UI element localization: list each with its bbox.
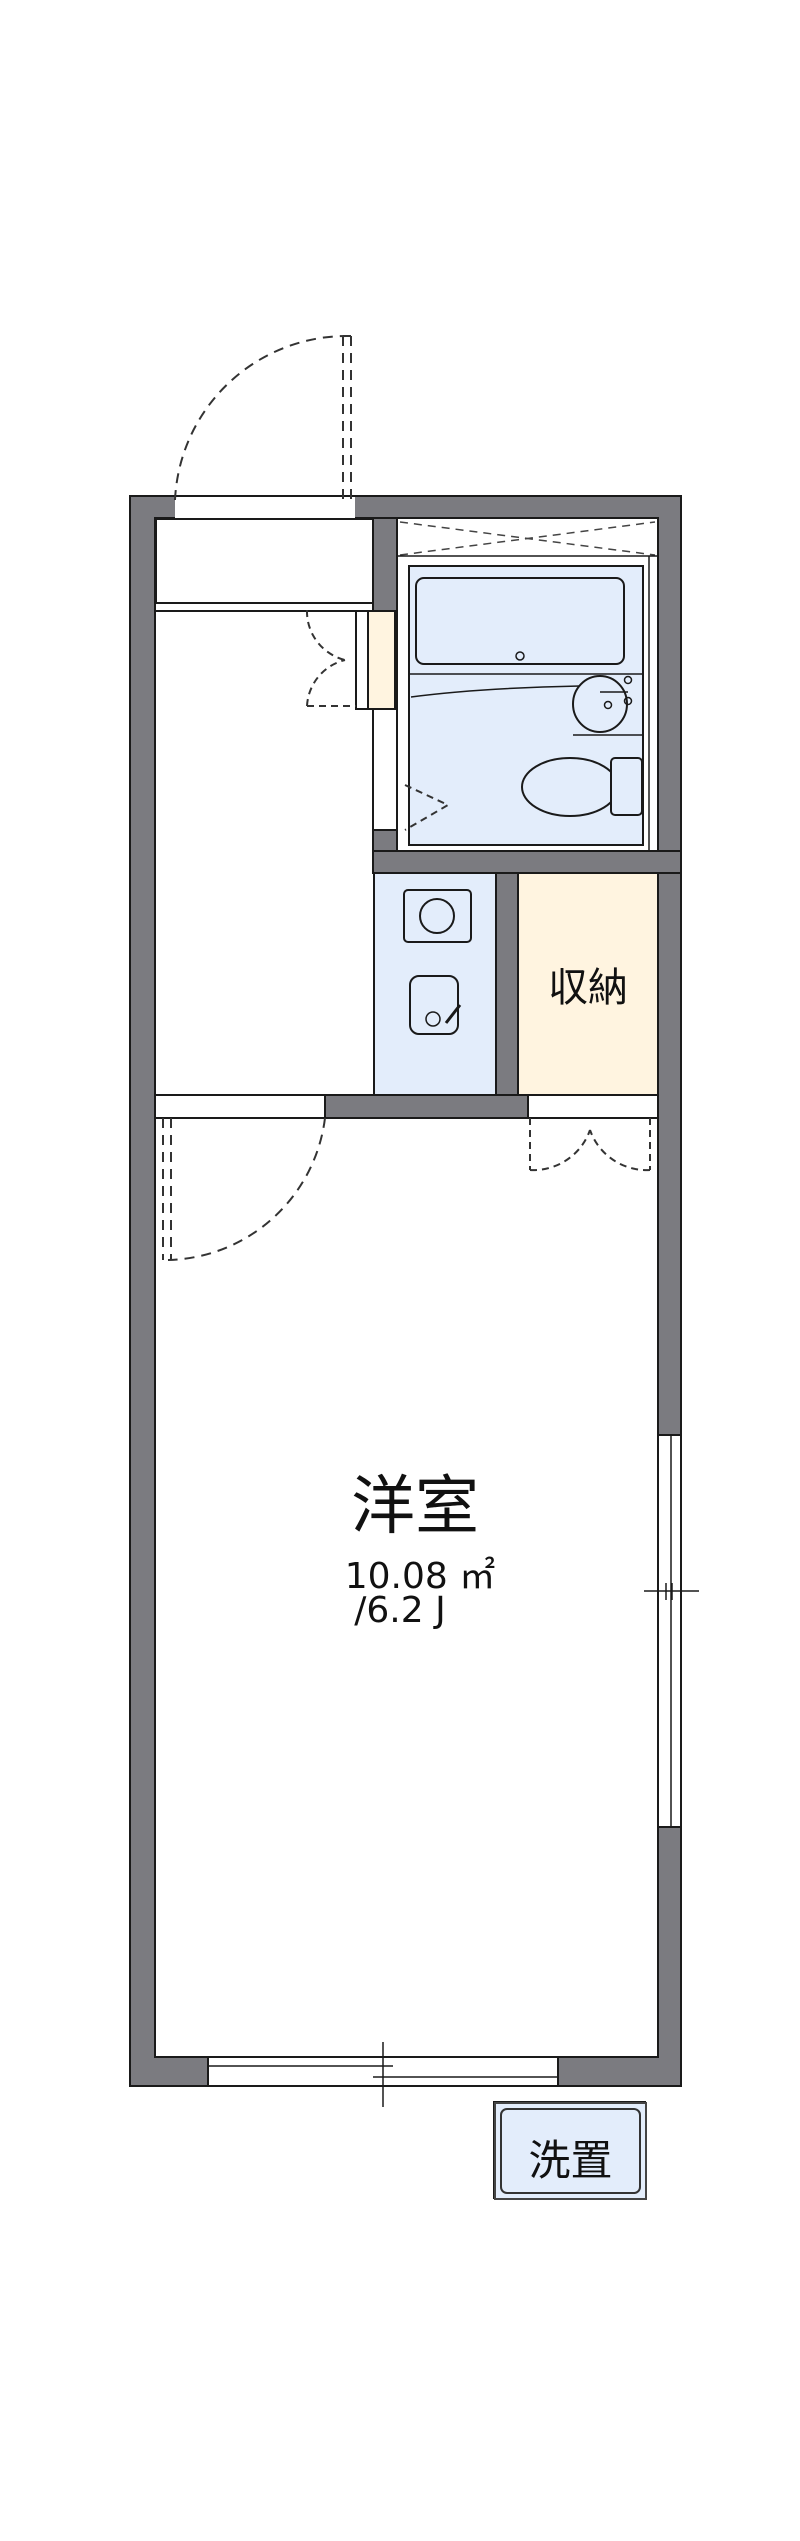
entrance-door-icon xyxy=(174,334,352,501)
sink-icon xyxy=(572,675,628,733)
right-window xyxy=(657,1434,682,1828)
stove-icon xyxy=(403,889,472,943)
western-room-tatami: /6.2 J xyxy=(354,1590,446,1631)
bath-door-icon xyxy=(404,784,451,831)
room-door-icon xyxy=(162,1117,326,1261)
toilet-tank-icon xyxy=(610,757,643,816)
curtain-line xyxy=(410,685,581,698)
western-room-area: 10.08 ㎡ xyxy=(344,1556,496,1597)
bathroom-ceiling-hatch xyxy=(399,521,656,556)
drain-icon xyxy=(515,651,525,661)
western-room-label: 洋室 xyxy=(351,1470,479,1544)
interior-wall xyxy=(372,850,682,874)
interior-wall xyxy=(324,1094,529,1119)
toilet-icon xyxy=(521,757,619,817)
bathtub-icon xyxy=(415,577,625,665)
interior-wall xyxy=(495,872,519,1096)
entrance-opening xyxy=(175,494,355,518)
washer-box xyxy=(494,2102,647,2200)
storage-door-icon xyxy=(529,1118,651,1172)
storage xyxy=(517,872,659,1096)
washer-label: 洗置 xyxy=(528,2136,613,2185)
folding-door-icon xyxy=(305,609,356,707)
storage-label: 収納 xyxy=(548,965,628,1011)
kitchen-sink-icon xyxy=(409,975,459,1035)
closet-niche-fill xyxy=(367,610,396,710)
shoe-cabinet xyxy=(155,518,374,604)
